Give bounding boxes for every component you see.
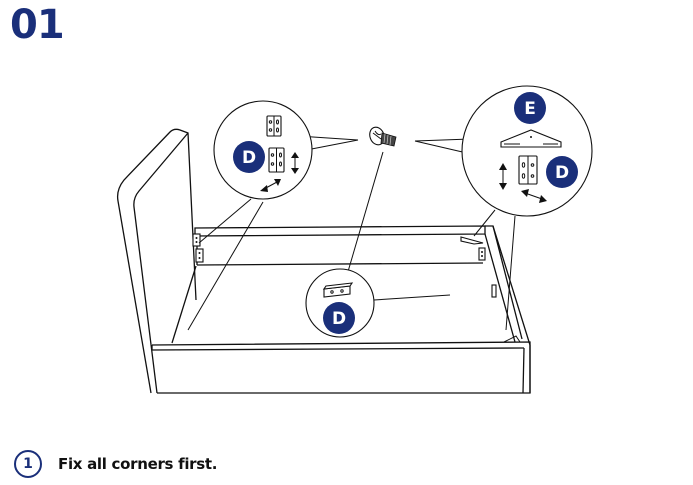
callout-left-corner: D [213,100,313,200]
instruction-text: Fix all corners first. [58,455,218,473]
step-number: 01 [10,2,65,48]
bracket-d-icon [266,115,282,137]
double-arrow-icon [291,152,299,174]
instruction-step: 1 Fix all corners first. [14,450,217,478]
screw-icon [369,126,397,147]
bed-frame [116,128,531,394]
callout-center-slat: D [305,268,375,338]
badge-e-label: E [524,99,536,119]
badge-d-label: D [242,148,256,168]
badge-d: D [546,156,578,188]
badge-d-label: D [555,163,569,183]
back-rail [194,225,486,237]
front-rail [151,341,531,394]
badge-d: D [323,302,355,334]
bracket-d-icon [491,284,497,298]
bracket-e-icon [460,236,484,245]
double-arrow-icon [260,179,281,192]
headboard [116,128,197,394]
badge-d: D [233,141,265,173]
bracket-d-icon [322,282,354,298]
double-arrow-icon [521,189,547,203]
badge-e: E [514,92,546,124]
callout-right-corner: E D [461,85,593,217]
bracket-d-icon [192,233,204,263]
bracket-e-icon [500,129,562,148]
badge-d-label: D [332,309,346,329]
leader-lines [187,135,516,331]
double-arrow-icon [499,163,507,190]
instruction-index-badge: 1 [14,450,42,478]
bracket-d-icon [268,147,285,173]
bracket-d-icon [478,247,486,261]
bracket-d-icon [518,155,538,185]
